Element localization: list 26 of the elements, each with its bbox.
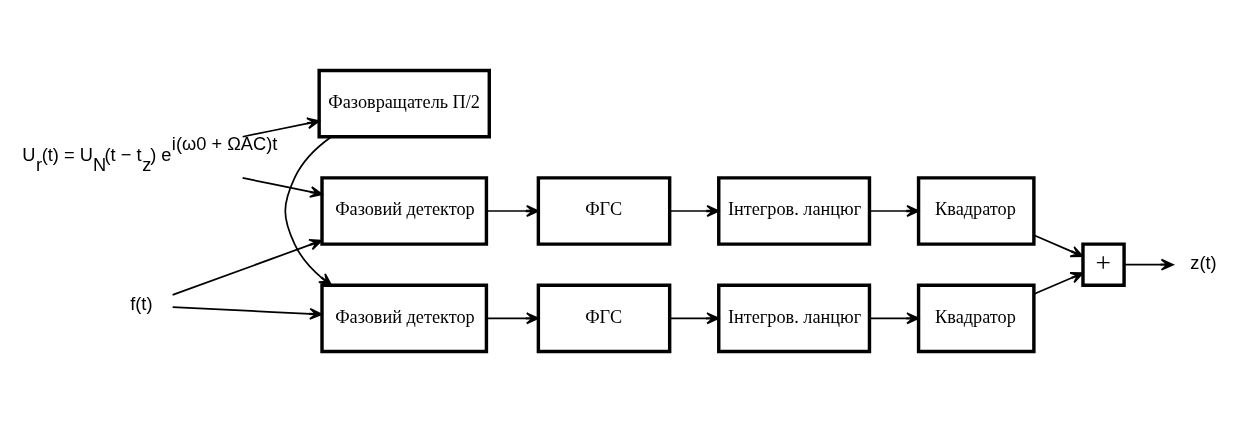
arrow bbox=[668, 311, 720, 324]
arrow bbox=[241, 116, 320, 138]
node-box: Інтегров. ланцюг bbox=[717, 283, 872, 353]
arrow bbox=[485, 204, 539, 217]
arrow bbox=[171, 305, 323, 320]
node-box: ФГС bbox=[536, 175, 672, 246]
node-box: + bbox=[1081, 241, 1126, 287]
arrow bbox=[869, 204, 920, 217]
node-text: z(t) bbox=[1190, 251, 1217, 273]
arrow bbox=[1033, 271, 1084, 295]
node-box: Квадратор bbox=[916, 283, 1036, 353]
arrow bbox=[284, 135, 332, 286]
arrow bbox=[241, 176, 323, 198]
arrow bbox=[1123, 258, 1174, 271]
arrow bbox=[485, 311, 539, 324]
arrow bbox=[171, 238, 323, 296]
node-text: f(t) bbox=[130, 292, 153, 314]
node-box: ФГС bbox=[536, 283, 672, 353]
node-box: Квадратор bbox=[916, 175, 1036, 246]
node-box: Фазовий детектор bbox=[320, 283, 489, 353]
node-box: Фазовий детектор bbox=[320, 175, 489, 246]
node-box: Інтегров. ланцюг bbox=[717, 175, 872, 246]
arrow bbox=[668, 204, 720, 217]
node-box: Фазовращатель П/2 bbox=[317, 68, 491, 138]
arrow bbox=[1033, 233, 1084, 257]
arrow bbox=[869, 311, 920, 324]
